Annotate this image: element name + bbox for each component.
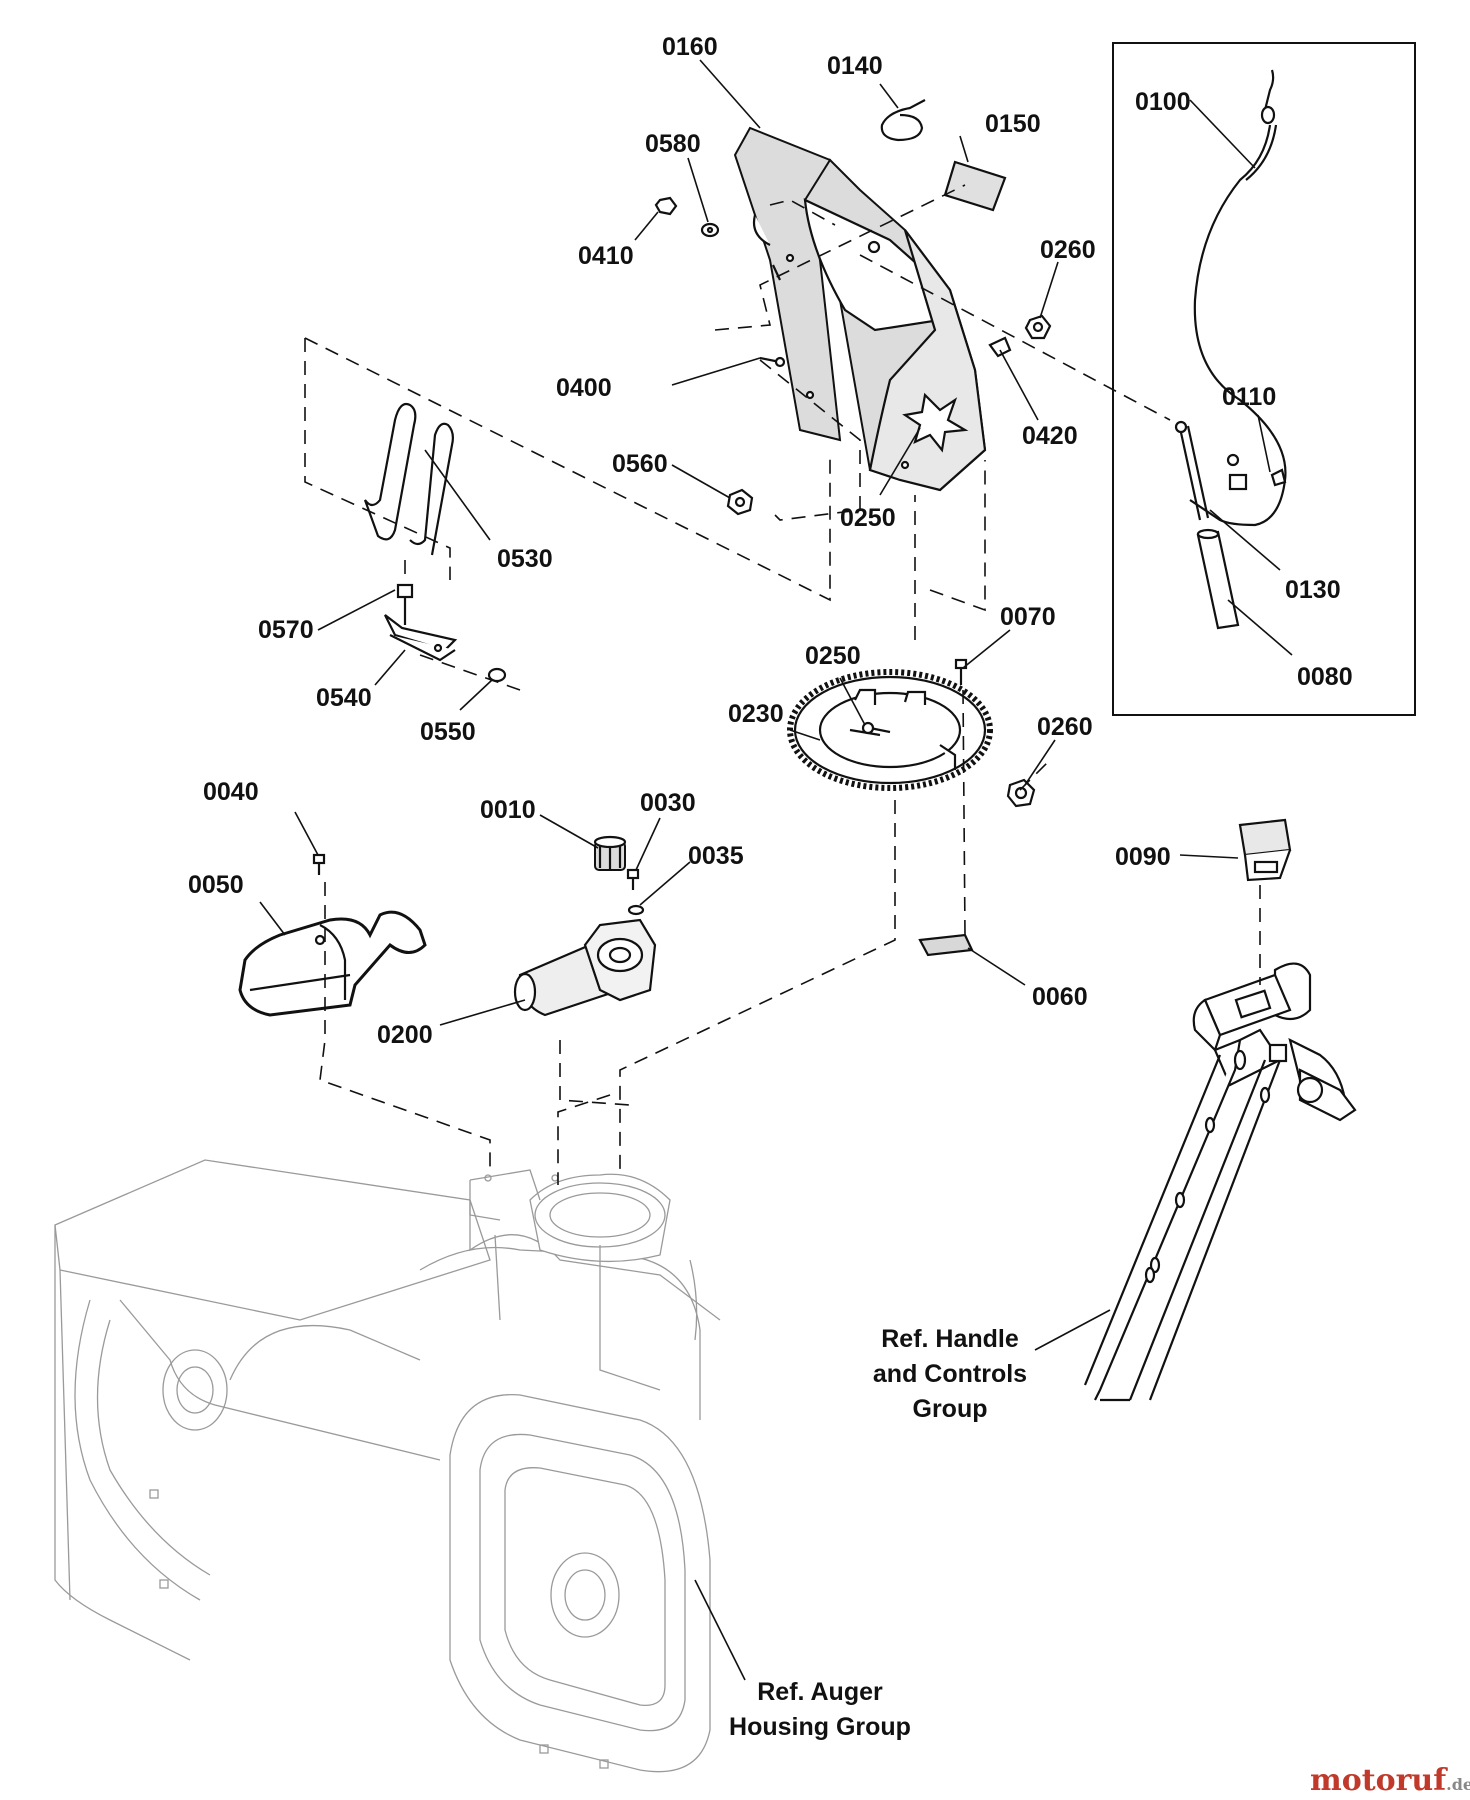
locknut-lower (1006, 778, 1036, 808)
kit-frame (1112, 42, 1416, 716)
label-0070: 0070 (1000, 603, 1056, 631)
label-0030: 0030 (640, 789, 696, 817)
cable-e-clip (1270, 468, 1287, 487)
motor-cover (238, 910, 427, 1017)
label-0560: 0560 (612, 450, 668, 478)
auger-housing-outline (54, 1159, 721, 1773)
label-0400: 0400 (556, 374, 612, 402)
hardware-top (654, 196, 720, 238)
chute-bracket (918, 933, 974, 957)
label-0250-top: 0250 (840, 504, 896, 532)
label-0090: 0090 (1115, 843, 1171, 871)
label-0110: 0110 (1222, 383, 1276, 411)
label-0530: 0530 (497, 545, 553, 573)
label-0200: 0200 (377, 1021, 433, 1049)
drive-gear (593, 835, 627, 871)
rocker-switch (1238, 818, 1292, 882)
label-0040: 0040 (203, 778, 259, 806)
cable-sleeve (1196, 528, 1240, 630)
label-0570: 0570 (258, 616, 314, 644)
label-0230: 0230 (728, 700, 784, 728)
label-0260-lower: 0260 (1037, 713, 1093, 741)
leader-lines (259, 59, 1293, 1681)
ref-auger-line2: Housing Group (729, 1713, 911, 1741)
ref-handle-line2: and Controls (873, 1360, 1027, 1388)
cover-screw (312, 853, 326, 875)
ring-gear (787, 669, 993, 791)
label-0080: 0080 (1297, 663, 1353, 691)
label-0140: 0140 (827, 52, 883, 80)
discharge-chute (733, 126, 987, 492)
part-labels: 0160 0140 0150 0580 0410 0260 0400 0420 … (188, 33, 1353, 1049)
label-0035: 0035 (688, 842, 744, 870)
label-0540: 0540 (316, 684, 372, 712)
label-0150: 0150 (985, 110, 1041, 138)
carriage-bolt (759, 356, 786, 368)
label-0160: 0160 (662, 33, 718, 61)
label-0060: 0060 (1032, 983, 1088, 1011)
label-0580: 0580 (645, 130, 701, 158)
label-0050: 0050 (188, 871, 244, 899)
cable-rod (1174, 420, 1248, 521)
handle-frame (1083, 962, 1357, 1402)
motor-screw (626, 868, 645, 916)
label-0010: 0010 (480, 796, 536, 824)
reference-labels: Ref. Handle and Controls Group Ref. Auge… (729, 1325, 1027, 1741)
label-0410: 0410 (578, 242, 634, 270)
cable-clip (880, 99, 926, 142)
label-0100: 0100 (1135, 88, 1191, 116)
hex-nut (726, 488, 754, 516)
pin-bracket (384, 583, 507, 683)
ref-handle-line1: Ref. Handle (881, 1325, 1019, 1353)
label-0420: 0420 (1022, 422, 1078, 450)
ring-screw (954, 658, 968, 685)
watermark-suffix: .de (1446, 1775, 1470, 1794)
chute-rotation-motor (513, 918, 657, 1017)
chute-clip (988, 336, 1012, 358)
ref-handle-line3: Group (913, 1395, 988, 1423)
watermark-logo: motoruf.de (1310, 1763, 1470, 1798)
ring-bolt (861, 721, 891, 735)
ref-auger-line1: Ref. Auger (757, 1678, 883, 1706)
label-0550: 0550 (420, 718, 476, 746)
label-0130: 0130 (1285, 576, 1341, 604)
label-0250-ring: 0250 (805, 642, 861, 670)
locknut-top (1024, 314, 1052, 340)
watermark-brand: motoruf (1310, 1763, 1448, 1798)
chute-pins (363, 402, 454, 556)
chute-cable (1189, 69, 1287, 527)
chute-decal (943, 160, 1007, 212)
label-0260-top: 0260 (1040, 236, 1096, 264)
